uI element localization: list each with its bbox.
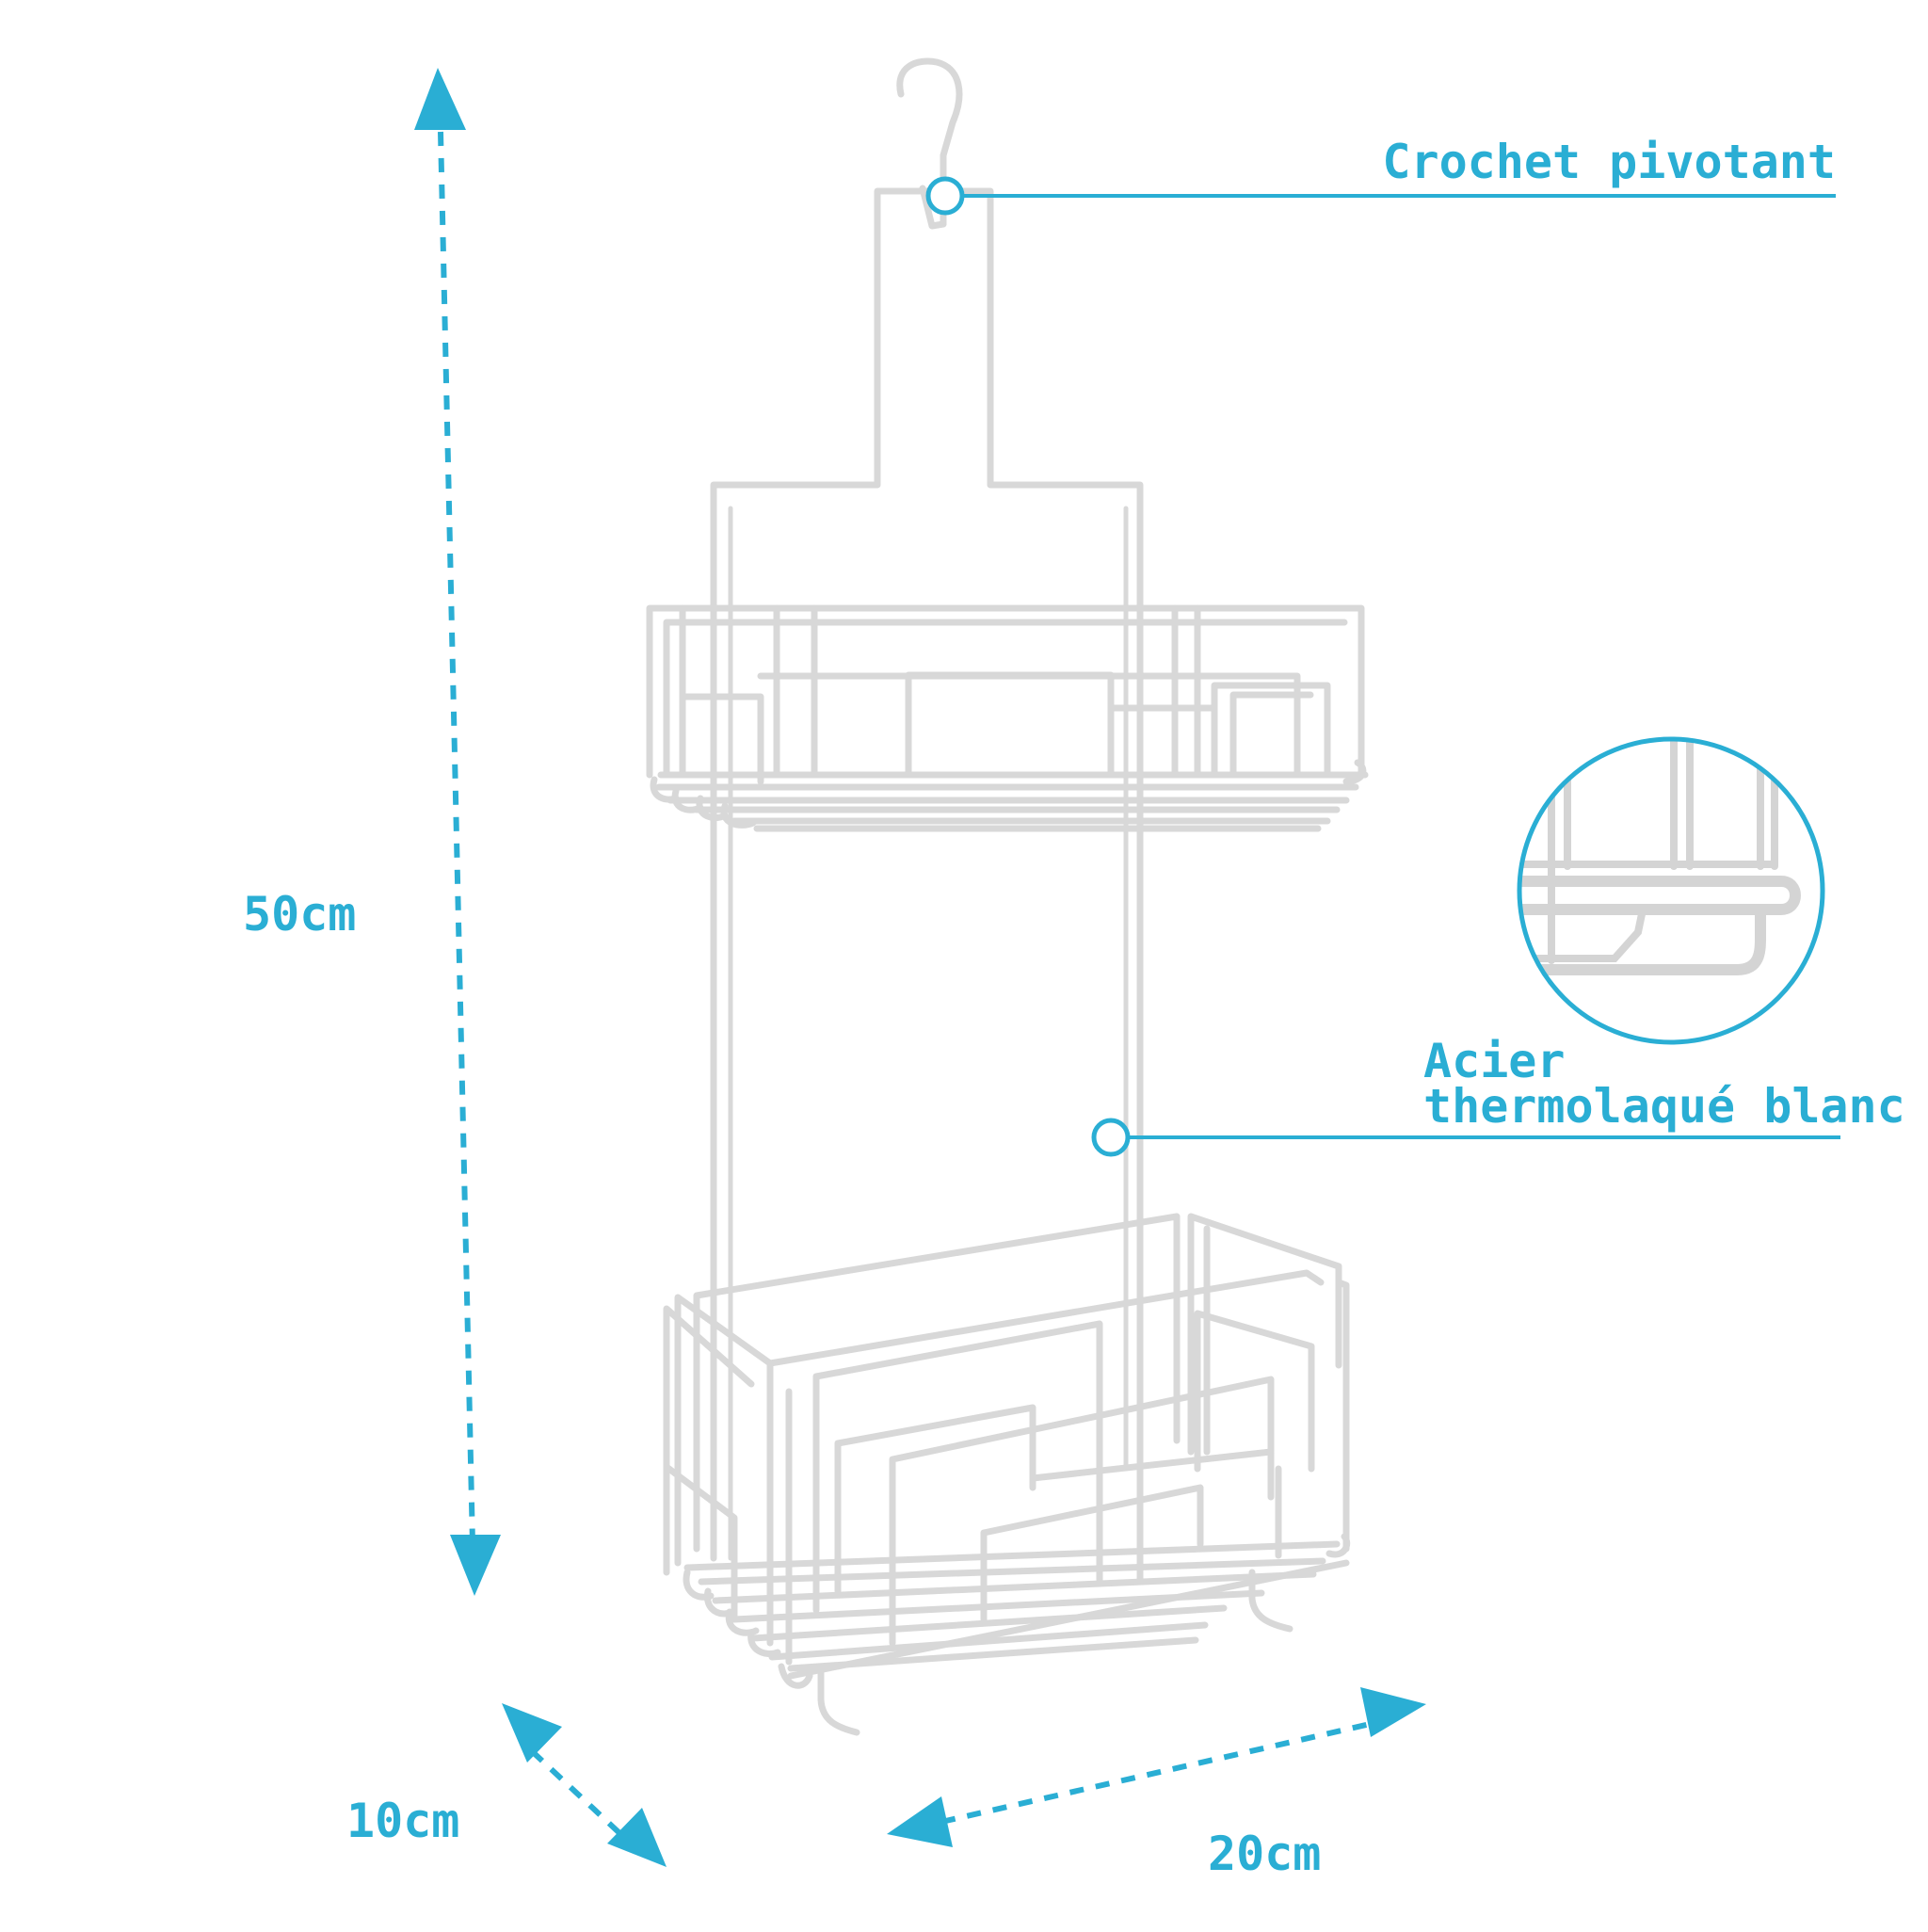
swivel-hook: [896, 57, 963, 228]
material-callout-label-line2: thermolaqué blanc: [1423, 1079, 1905, 1134]
hook-callout-marker: [925, 176, 965, 216]
upper-shelf: [646, 604, 1369, 832]
hook-base: [919, 185, 947, 230]
width-dimension-arrow: [887, 1687, 1426, 1847]
frame-handle: [710, 187, 1144, 1586]
hook-callout: [925, 176, 1836, 216]
height-dimension-arrow: [414, 68, 501, 1596]
hook-callout-label: Crochet pivotant: [1382, 135, 1836, 189]
shower-caddy: [646, 57, 1369, 1736]
height-dimension-label: 50cm: [243, 887, 357, 942]
depth-dimension-arrow: [502, 1703, 667, 1867]
material-callout: [1091, 1118, 1840, 1157]
depth-dimension-label: 10cm: [346, 1794, 460, 1848]
material-callout-label-line1: Acier: [1423, 1034, 1566, 1088]
lower-basket: [663, 1213, 1351, 1736]
detail-zoom-circle: [1517, 736, 1825, 1045]
material-callout-marker: [1091, 1118, 1131, 1157]
width-dimension-label: 20cm: [1208, 1827, 1322, 1881]
